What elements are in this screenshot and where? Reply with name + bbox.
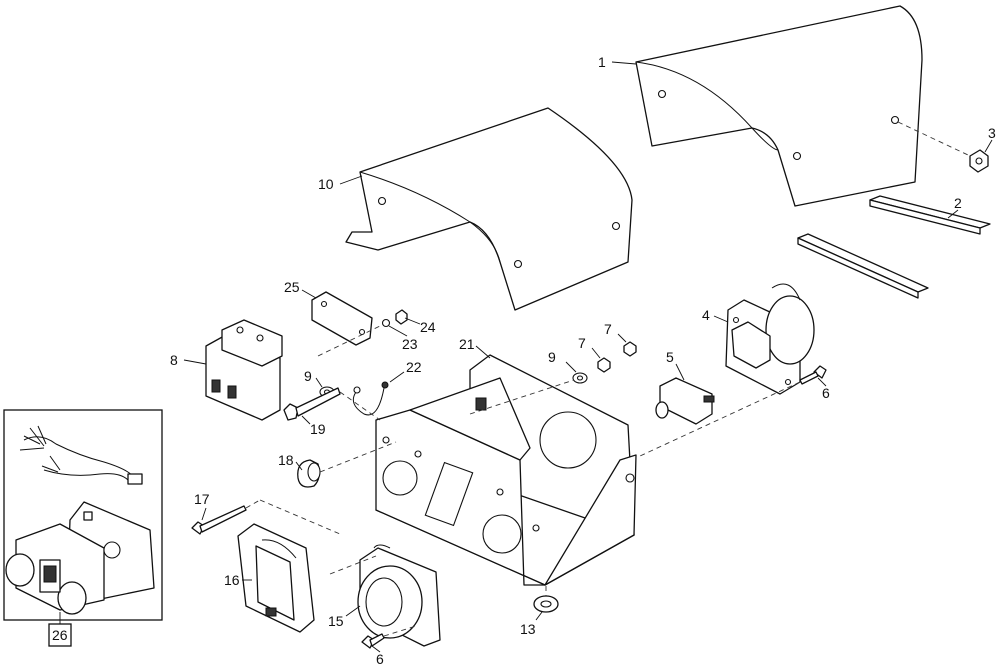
- label-5: 5: [666, 349, 674, 365]
- part-21-control-box: [375, 354, 637, 586]
- leader-13: [535, 611, 543, 621]
- part-25-cover-plate: [311, 291, 373, 346]
- leader-9-left: [315, 377, 323, 388]
- leader-25: [301, 289, 317, 299]
- part-6-screw-bottom: [361, 633, 385, 649]
- leader-19: [301, 415, 311, 425]
- leader-24: [404, 317, 421, 325]
- label-24: 24: [420, 319, 436, 335]
- label-21: 21: [459, 336, 475, 352]
- assembly-line-23: [317, 325, 381, 357]
- leader-5: [675, 363, 685, 381]
- assembly-line-3: [897, 121, 969, 156]
- part-22-earth-cable: [352, 381, 389, 416]
- label-7b: 7: [604, 321, 612, 337]
- part-3-screw: [969, 149, 989, 173]
- label-9-right: 9: [548, 349, 556, 365]
- label-22: 22: [406, 359, 422, 375]
- label-23: 23: [402, 336, 418, 352]
- part-10-front-cover: [345, 107, 633, 311]
- leader-1: [611, 61, 637, 65]
- leader-21: [475, 345, 491, 359]
- leader-10: [339, 175, 363, 185]
- leader-17: [201, 507, 207, 521]
- part-16-socket-with-cover: [237, 523, 315, 633]
- part-7-nut-b: [623, 341, 637, 357]
- leader-6-bottom: [371, 645, 381, 653]
- label-6-right: 6: [822, 385, 830, 401]
- part-8-circuit-breaker: [205, 319, 283, 421]
- leader-23: [388, 325, 408, 337]
- part-1-top-cover: [635, 5, 923, 207]
- assembly-line-19: [339, 391, 381, 421]
- leader-3: [984, 139, 993, 153]
- part-23-washer: [381, 318, 391, 328]
- part-6-screw-right: [799, 365, 827, 385]
- part-24-nut: [395, 309, 408, 325]
- part-5-switch: [655, 377, 715, 425]
- leader-8: [183, 359, 207, 365]
- leader-7a: [591, 347, 601, 359]
- leader-7b: [617, 333, 627, 343]
- label-25: 25: [284, 279, 300, 295]
- assembly-line-18: [319, 441, 397, 473]
- label-1: 1: [598, 54, 606, 70]
- label-6-bottom: 6: [376, 651, 384, 667]
- part-15-round-socket: [357, 544, 441, 647]
- label-13: 13: [520, 621, 536, 637]
- label-19: 19: [310, 421, 326, 437]
- leader-9-right: [565, 361, 577, 373]
- assembly-line-9-right: [469, 379, 575, 415]
- label-16: 16: [224, 572, 240, 588]
- leader-6-right: [817, 377, 827, 387]
- part-26-inset-assembly: [3, 409, 163, 621]
- leader-4: [713, 315, 729, 323]
- leader-15: [345, 605, 361, 617]
- label-9-left: 9: [304, 368, 312, 384]
- part-19-bolt: [283, 387, 341, 421]
- leader-2: [947, 209, 959, 219]
- part-7-nut-a: [597, 357, 611, 373]
- label-10: 10: [318, 176, 334, 192]
- label-26: 26: [52, 627, 68, 643]
- label-18: 18: [278, 452, 294, 468]
- part-13-grommet: [533, 595, 559, 613]
- assembly-line-17: [259, 499, 341, 535]
- part-4-inlet-socket: [725, 283, 815, 395]
- part-18-knob: [297, 459, 321, 488]
- label-8: 8: [170, 352, 178, 368]
- label-4: 4: [702, 307, 710, 323]
- label-3: 3: [988, 125, 996, 141]
- part-17-long-screw: [191, 505, 247, 535]
- label-17: 17: [194, 491, 210, 507]
- leader-18: [295, 461, 303, 471]
- label-15: 15: [328, 613, 344, 629]
- label-2: 2: [954, 195, 962, 211]
- label-7a: 7: [578, 335, 586, 351]
- part-2-strips: [797, 195, 991, 299]
- assembly-line-6-right: [639, 381, 801, 457]
- leader-22: [389, 371, 405, 383]
